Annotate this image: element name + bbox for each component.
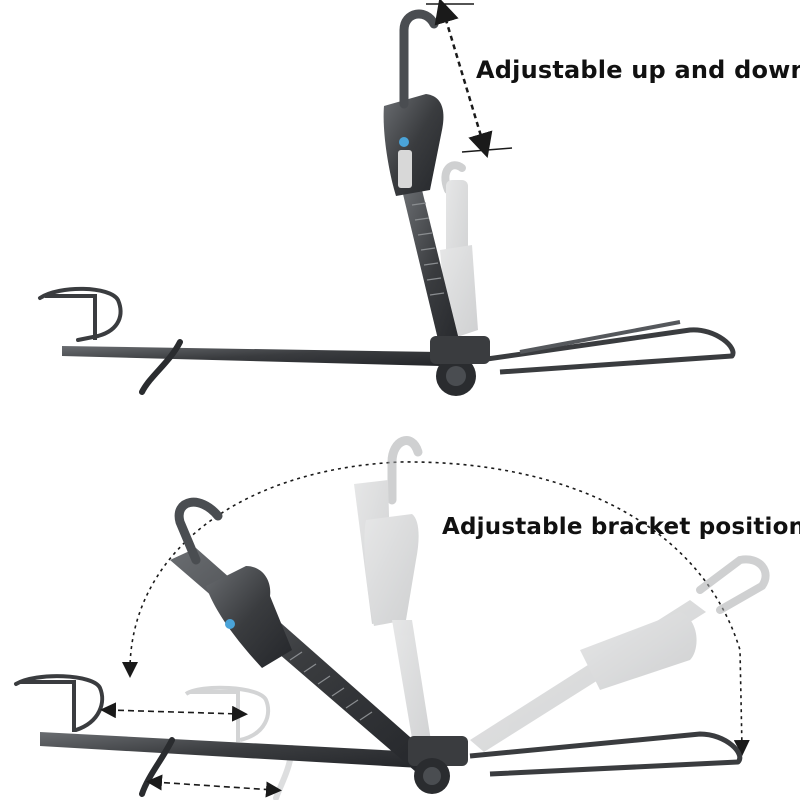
bottom-release-button	[225, 619, 235, 629]
top-base-rail	[62, 346, 440, 366]
top-rack-illustration	[38, 0, 736, 396]
bottom-rack-illustration	[14, 436, 770, 800]
bottom-clamp-body	[206, 566, 292, 668]
bottom-rotation-arc	[122, 461, 750, 756]
bottom-hook	[174, 497, 223, 565]
top-hook	[399, 9, 439, 109]
bottom-base-rail	[40, 732, 420, 768]
caption-adjustable-bracket-position: Adjustable bracket position	[442, 514, 800, 540]
top-clamp-body	[383, 94, 444, 196]
bottom-strap	[139, 737, 175, 797]
bottom-strap-slide-arrow	[146, 774, 282, 798]
bottom-right-wheel-cradle	[469, 731, 743, 777]
bottom-cradle-slide-arrow	[100, 702, 248, 722]
caption-adjustable-up-down: Adjustable up and down	[476, 56, 800, 84]
bottom-ghost-tilted	[470, 555, 770, 752]
top-right-wheel-cradle	[479, 327, 736, 375]
top-release-button	[399, 137, 409, 147]
bottom-left-wheel-cradle	[14, 674, 105, 732]
bottom-ghost-upright	[354, 436, 434, 762]
top-strap	[139, 339, 183, 395]
top-left-wheel-cradle	[38, 286, 123, 342]
top-upright-arm	[402, 190, 462, 356]
top-height-arrow	[426, 0, 513, 158]
